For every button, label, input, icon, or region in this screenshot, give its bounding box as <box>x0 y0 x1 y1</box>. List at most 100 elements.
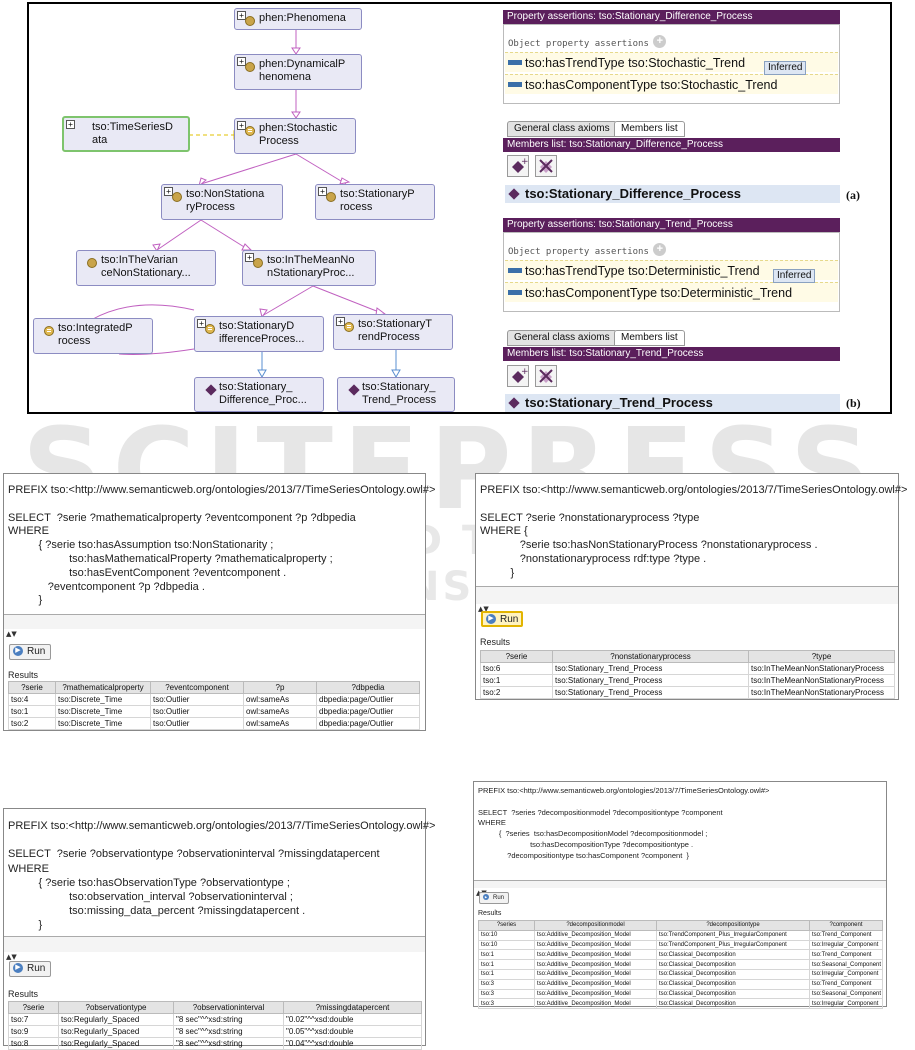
column-header[interactable]: ?type <box>748 650 895 663</box>
results-label: Results <box>480 637 511 647</box>
column-header[interactable]: ?serie <box>8 681 56 694</box>
node-stationary-trend-process[interactable]: + tso:StationaryT rendProcess <box>333 314 453 350</box>
add-member-button[interactable]: + <box>507 155 529 177</box>
column-header[interactable]: ?serie <box>8 1001 59 1014</box>
expand-icon[interactable]: + <box>164 187 173 196</box>
expand-icon[interactable]: + <box>336 317 345 326</box>
member-item[interactable]: tso:Stationary_Trend_Process <box>505 394 840 412</box>
column-header[interactable]: ?decompositionmodel <box>534 920 657 931</box>
expand-icon[interactable]: + <box>245 253 254 262</box>
splitter[interactable] <box>4 614 425 629</box>
node-stationary-process[interactable]: + tso:StationaryP rocess <box>315 184 435 220</box>
svg-text:+: + <box>521 367 529 377</box>
node-dynamical-phenomena[interactable]: + phen:DynamicalP henomena <box>234 54 362 90</box>
query-text[interactable]: PREFIX tso:<http://www.semanticweb.org/o… <box>8 484 435 608</box>
collapse-arrows-icon[interactable]: ▲▼ <box>478 605 489 613</box>
column-header[interactable]: ?serie <box>480 650 553 663</box>
node-phenomena[interactable]: + phen:Phenomena <box>234 8 362 30</box>
table-cell: tso:Additive_Decomposition_Model <box>534 988 657 1000</box>
expand-icon[interactable]: + <box>197 319 206 328</box>
node-stochastic-process[interactable]: + phen:Stochastic Process <box>234 118 356 154</box>
column-header[interactable]: ?observationinterval <box>173 1001 284 1014</box>
splitter[interactable] <box>476 586 898 604</box>
add-icon[interactable]: + <box>653 243 667 257</box>
opa-label: Object property assertions <box>508 39 649 49</box>
remove-member-button[interactable] <box>535 155 557 177</box>
splitter[interactable] <box>474 880 886 888</box>
table-cell: tso:Classical_Decomposition <box>656 998 810 1010</box>
column-header[interactable]: ?decompositiontype <box>656 920 810 931</box>
query-text[interactable]: PREFIX tso:<http://www.semanticweb.org/o… <box>478 786 769 862</box>
tab-general-class-axioms[interactable]: General class axioms <box>507 330 617 346</box>
table-cell: tso:Additive_Decomposition_Model <box>534 978 657 990</box>
sparql-query-panel-4: PREFIX tso:<http://www.semanticweb.org/o… <box>473 781 887 1010</box>
tab-members-list[interactable]: Members list <box>614 330 685 346</box>
column-header[interactable]: ?missingdatapercent <box>283 1001 422 1014</box>
assertion-text: tso:hasComponentType tso:Deterministic_T… <box>525 286 793 300</box>
remove-member-button[interactable] <box>535 365 557 387</box>
assertion-row[interactable]: tso:hasTrendType tso:Stochastic_Trend <box>505 52 838 72</box>
column-header[interactable]: ?nonstationaryprocess <box>552 650 749 663</box>
query-text[interactable]: PREFIX tso:<http://www.semanticweb.org/o… <box>8 819 435 933</box>
tab-general-class-axioms[interactable]: General class axioms <box>507 121 617 137</box>
node-in-the-variance[interactable]: tso:InTheVarian ceNonStationary... <box>76 250 216 286</box>
expand-icon[interactable]: + <box>66 120 75 129</box>
column-header[interactable]: ?eventcomponent <box>150 681 244 694</box>
query-line: PREFIX tso:<http://www.semanticweb.org/o… <box>478 786 770 795</box>
column-header[interactable]: ?dbpedia <box>316 681 420 694</box>
query-line: WHERE <box>478 818 506 828</box>
expand-icon[interactable]: + <box>237 11 246 20</box>
column-header[interactable]: ?p <box>243 681 317 694</box>
assertion-row[interactable]: tso:hasTrendType tso:Deterministic_Trend <box>505 260 838 280</box>
assertion-row[interactable]: tso:hasComponentType tso:Stochastic_Tren… <box>505 74 838 94</box>
run-button[interactable]: ▶Run <box>9 961 51 977</box>
run-button[interactable]: ▶Run <box>481 611 523 627</box>
node-in-the-mean[interactable]: + tso:InTheMeanNo nStationaryProc... <box>242 250 376 286</box>
query-line: ?serie tso:hasNonStationaryProcess ?nons… <box>480 539 818 552</box>
node-non-stationary-process[interactable]: + tso:NonStationa ryProcess <box>161 184 283 220</box>
column-header[interactable]: ?mathematicalproperty <box>55 681 151 694</box>
expand-icon[interactable]: + <box>237 57 246 66</box>
splitter[interactable] <box>4 936 425 952</box>
column-header[interactable]: ?component <box>809 920 883 931</box>
node-individual-trend[interactable]: tso:Stationary_ Trend_Process <box>337 377 455 412</box>
run-button[interactable]: ▶Run <box>9 644 51 660</box>
member-item[interactable]: tso:Stationary_Difference_Process <box>505 185 840 203</box>
collapse-arrows-icon[interactable]: ▲▼ <box>6 953 17 961</box>
expand-icon[interactable]: + <box>318 187 327 196</box>
expand-icon[interactable]: + <box>237 121 246 130</box>
query-line: PREFIX tso:<http://www.semanticweb.org/o… <box>480 484 908 496</box>
query-text[interactable]: PREFIX tso:<http://www.semanticweb.org/o… <box>480 484 907 581</box>
node-time-series-data[interactable]: + tso:TimeSeriesD ata <box>62 116 190 152</box>
node-integrated-process[interactable]: tso:IntegratedP rocess <box>33 318 153 354</box>
column-header[interactable]: ?series <box>478 920 535 931</box>
assertion-row[interactable]: tso:hasComponentType tso:Deterministic_T… <box>505 282 838 302</box>
tab-members-list[interactable]: Members list <box>614 121 685 137</box>
run-button[interactable]: ▶Run <box>479 892 509 904</box>
add-icon[interactable]: + <box>653 35 667 49</box>
add-member-button[interactable]: + <box>507 365 529 387</box>
node-individual-difference[interactable]: tso:Stationary_ Difference_Proc... <box>194 377 324 412</box>
node-stationary-difference-process[interactable]: + tso:StationaryD ifferenceProces... <box>194 316 324 352</box>
column-header[interactable]: ?observationtype <box>58 1001 174 1014</box>
collapse-arrows-icon[interactable]: ▲▼ <box>6 630 17 638</box>
table-cell: tso:Regularly_Spaced <box>58 1037 174 1050</box>
